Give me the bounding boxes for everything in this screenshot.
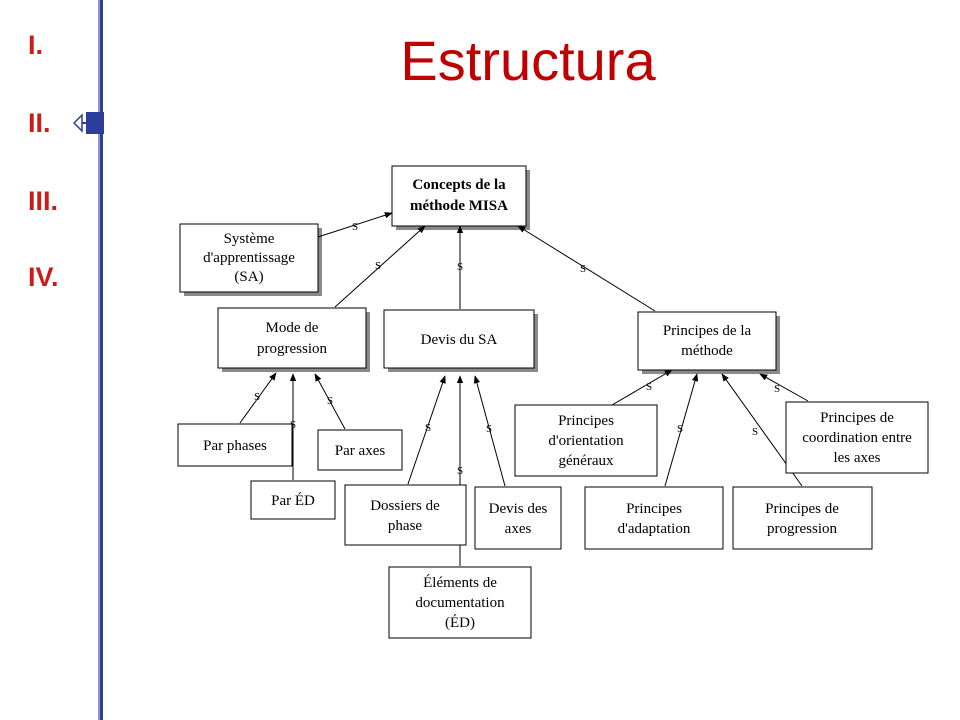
link-label: S [752, 426, 758, 438]
node-systeme-line: (SA) [234, 269, 263, 285]
node-coordination-line: coordination entre [802, 430, 912, 446]
sidebar-rule [98, 0, 103, 720]
node-orientation-line: d'orientation [548, 433, 624, 449]
node-orientation-line: Principes [558, 413, 614, 429]
node-elements-line: Éléments de [423, 574, 497, 591]
nav-item-3[interactable]: III. [28, 186, 59, 216]
link-label: S [352, 221, 358, 233]
node-systeme-line: d'apprentissage [203, 250, 295, 266]
node-adaptation-line: d'adaptation [618, 521, 691, 537]
sidebar-rule-highlight [98, 0, 100, 720]
link-label: S [327, 395, 333, 407]
link-coordination-principes [759, 373, 809, 402]
link-label: S [290, 419, 296, 431]
node-systeme-line: Système [224, 231, 275, 247]
node-progression-line: progression [767, 521, 837, 537]
node-principes-methode-line: méthode [681, 343, 733, 359]
current-section-marker-icon [72, 112, 104, 134]
node-mode-box [217, 307, 367, 369]
node-coordination-line: les axes [833, 450, 880, 466]
link-label: S [457, 465, 463, 477]
node-dossiers-box [344, 484, 467, 546]
node-concepts-line: méthode MISA [410, 198, 508, 214]
node-concepts-box [391, 165, 527, 227]
link-label: S [646, 381, 652, 393]
node-elements-line: documentation [415, 595, 505, 611]
node-boxes [177, 165, 929, 639]
node-orientation-line: généraux [559, 453, 614, 469]
link-principes-concepts [517, 225, 656, 312]
node-progression-box [732, 486, 873, 550]
link-label: S [425, 422, 431, 434]
node-mode-line: Mode de [266, 320, 319, 336]
node-par-phases-box [177, 423, 293, 467]
node-par-phases-line: Par phases [203, 438, 267, 454]
node-dossiers-line: Dossiers de [370, 498, 440, 514]
link-par-phases-mode [239, 372, 277, 424]
node-par-ed-line: Par ÉD [271, 492, 315, 509]
link-par-axes-mode [314, 373, 346, 430]
node-concepts-line: Concepts de la [412, 177, 506, 193]
link-label: S [486, 423, 492, 435]
node-adaptation-line: Principes [626, 501, 682, 517]
node-elements-line: (ÉD) [445, 614, 475, 631]
nav-item-1[interactable]: I. [28, 30, 44, 60]
node-par-ed-box [250, 480, 336, 520]
node-devis-axes-box [474, 486, 562, 550]
link-label: S [677, 423, 683, 435]
node-par-axes-line: Par axes [335, 443, 386, 459]
node-devis-line: Devis du SA [421, 332, 498, 348]
link-label: S [375, 260, 381, 272]
link-dossiers-devis [407, 375, 446, 485]
node-coordination-line: Principes de [820, 410, 894, 426]
link-labels: S S S S S S S S S S S S S S [254, 221, 780, 477]
nav-item-4[interactable]: IV. [28, 262, 59, 292]
node-adaptation-box [584, 486, 724, 550]
link-systeme-concepts [317, 212, 393, 238]
link-orientation-principes [611, 369, 673, 406]
node-principes-methode-box [637, 311, 777, 371]
nav-item-2[interactable]: II. [28, 108, 51, 138]
node-coordination-box [785, 401, 929, 474]
node-principes-methode-line: Principes de la [663, 323, 752, 339]
link-mode-concepts [334, 225, 426, 308]
link-label: S [457, 261, 463, 273]
page-title: Estructura [400, 29, 656, 92]
node-devis-axes-line: Devis des [489, 501, 548, 517]
node-labels: Concepts de la méthode MISA Système d'ap… [203, 177, 912, 631]
node-par-axes-box [317, 429, 403, 471]
link-label: S [774, 383, 780, 395]
link-adaptation-principes [664, 373, 699, 487]
link-label: S [580, 263, 586, 275]
node-elements-box [388, 566, 532, 639]
node-devis-axes-line: axes [505, 521, 532, 537]
node-progression-line: Principes de [765, 501, 839, 517]
node-dossiers-line: phase [388, 518, 422, 534]
node-mode-line: progression [257, 341, 327, 357]
link-label: S [254, 391, 260, 403]
node-systeme-box [179, 223, 319, 293]
link-devis-axes-devis [473, 375, 506, 487]
node-orientation-box [514, 404, 658, 477]
node-devis-box [383, 309, 535, 369]
